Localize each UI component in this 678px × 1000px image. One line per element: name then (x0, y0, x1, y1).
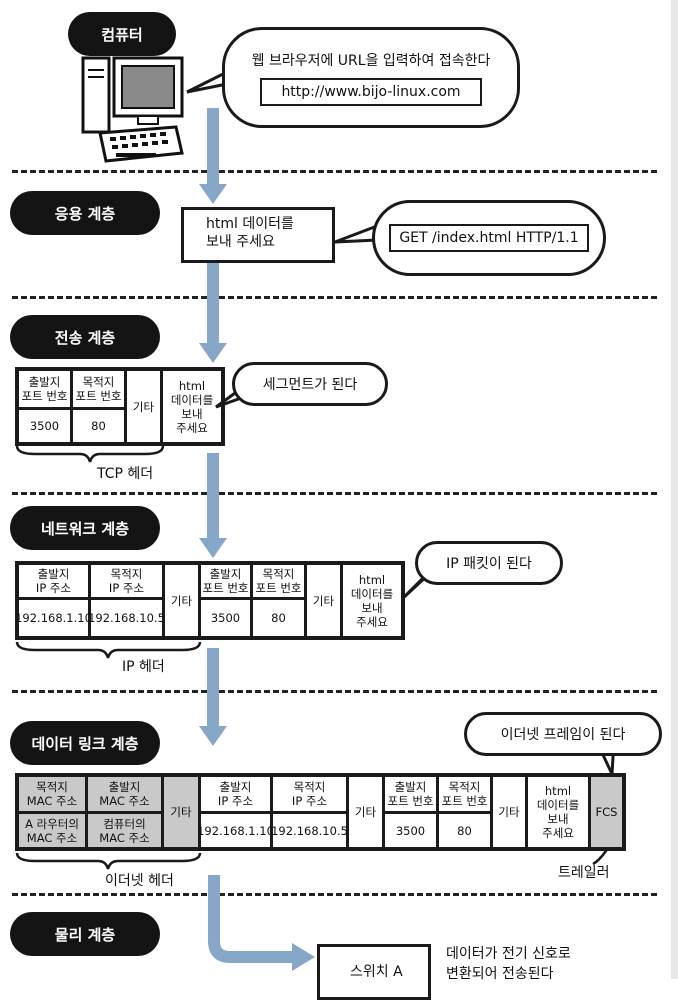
layer-datalink-label: 데이터 링크 계층 (10, 721, 160, 765)
tcp-src-port-value: 3500 (17, 408, 72, 444)
computer-bubble: 웹 브라우저에 URL을 입력하여 접속한다 http://www.bijo-l… (222, 27, 520, 128)
computer-icon (81, 56, 184, 163)
layer-network-label: 네트워크 계층 (10, 506, 160, 550)
ip-outline (15, 561, 405, 640)
physical-note: 데이터가 전기 신호로 변환되어 전송된다 (446, 946, 571, 982)
eth-header-caption: 이더넷 헤더 (105, 873, 174, 889)
arrow-1-head (199, 184, 227, 204)
transport-bubble: 세그먼트가 된다 (232, 362, 388, 406)
arrow-2-shaft (207, 263, 219, 345)
eth-src-mac-value: 컴퓨터의 MAC 주소 (86, 812, 163, 849)
eth-src-port-value: 3500 (383, 812, 438, 849)
tcp-outline (15, 367, 225, 446)
trailer-label: 트레일러 (558, 865, 610, 881)
eth-dst-mac-value: A 라우터의 MAC 주소 (17, 812, 87, 849)
arrow-3-head (199, 538, 227, 558)
divider-2 (12, 296, 657, 299)
eth-etc3: 기타 (491, 775, 527, 849)
url-box: http://www.bijo-linux.com (260, 77, 482, 106)
arrow-4-head (199, 726, 227, 746)
layer-application-label: 응용 계층 (10, 191, 160, 235)
application-request-text: html 데이터를 보내 주세요 (206, 216, 294, 250)
http-request-box: GET /index.html HTTP/1.1 (389, 224, 589, 252)
eth-outline (15, 773, 626, 851)
page-edge (671, 0, 678, 979)
eth-data: html 데이터를 보내 주세요 (526, 775, 590, 849)
eth-dst-port-value: 80 (437, 812, 492, 849)
eth-src-ip-value: 192.168.1.10 (197, 812, 274, 849)
application-request-box: html 데이터를 보내 주세요 (181, 207, 335, 263)
arrow-4-shaft (207, 648, 219, 728)
eth-dst-ip-value: 192.168.10.5 (271, 812, 348, 849)
arrow-2-head (199, 343, 227, 363)
eth-etc2: 기타 (347, 775, 384, 849)
ip-header-caption: IP 헤더 (122, 659, 165, 675)
network-bubble: IP 패킷이 된다 (415, 541, 563, 585)
divider-3 (12, 492, 657, 495)
ip-etc2: 기타 (305, 563, 342, 638)
eth-fcs: FCS (589, 775, 624, 849)
eth-src-mac-header: 출발지 MAC 주소 (86, 775, 163, 813)
trailer-pointer (592, 847, 610, 866)
eth-brace (15, 852, 202, 870)
switch-a-box: 스위치 A (317, 944, 431, 1000)
ip-etc: 기타 (163, 563, 200, 638)
ip-dst-ip-value: 192.168.10.5 (88, 598, 165, 638)
divider-5 (12, 893, 657, 896)
ip-src-ip-value: 192.168.1.10 (15, 598, 92, 638)
datalink-bubble: 이더넷 프레임이 된다 (464, 712, 662, 756)
ip-data: html 데이터를 보내 주세요 (341, 563, 403, 638)
application-bubble: GET /index.html HTTP/1.1 (372, 200, 606, 276)
arrow-1-shaft (207, 108, 219, 186)
ip-dst-port-header: 목적지 포트 번호 (251, 563, 306, 599)
layer-transport-label: 전송 계층 (10, 315, 160, 359)
switch-a-label: 스위치 A (350, 964, 403, 980)
layer-physical-label: 물리 계층 (10, 912, 160, 956)
divider-4 (12, 690, 657, 693)
tcp-brace (15, 445, 165, 463)
arrow-5 (208, 875, 315, 971)
arrow-3-shaft (207, 453, 219, 540)
tcp-header-caption: TCP 헤더 (97, 466, 154, 482)
layer-computer-label: 컴퓨터 (68, 12, 176, 56)
ip-src-port-header: 출발지 포트 번호 (199, 563, 252, 599)
tcp-data: html 데이터를 보내 주세요 (161, 369, 223, 444)
eth-src-ip-header: 출발지 IP 주소 (199, 775, 272, 813)
divider-1 (12, 170, 657, 173)
computer-bubble-text: 웹 브라우저에 URL을 입력하여 접속한다 (251, 52, 491, 69)
ip-brace (15, 641, 202, 659)
